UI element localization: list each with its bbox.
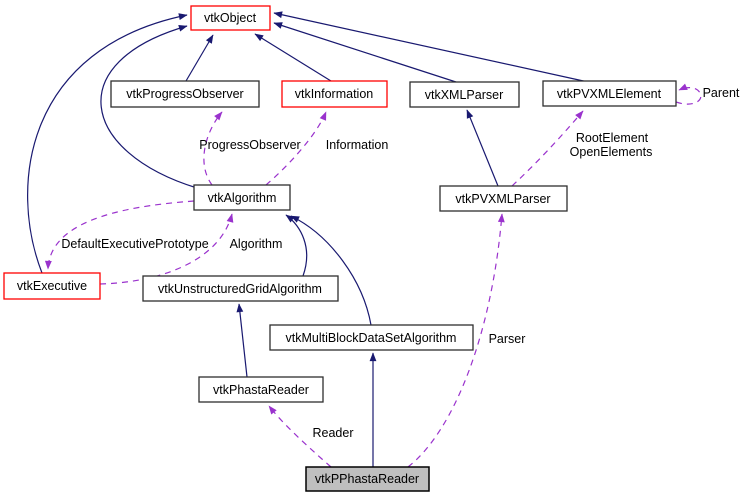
node-vtkMultiBlockDataSetAlgorithm[interactable]: vtkMultiBlockDataSetAlgorithm (269, 324, 474, 351)
node-vtkInformation-label: vtkInformation (295, 87, 374, 101)
node-vtkObject-label: vtkObject (204, 11, 257, 25)
inheritance-edges (27, 11, 589, 467)
edge-usage-default-executive-prototype (44, 200, 195, 270)
node-vtkPhastaReader-box (198, 376, 324, 403)
node-vtkExecutive[interactable]: vtkExecutive (3, 272, 101, 300)
edge-vtkMultiBlockDataSetAlgorithm-vtkAlgorithm (290, 215, 372, 326)
node-vtkPhastaReader[interactable]: vtkPhastaReader (198, 376, 324, 403)
node-vtkProgressObserver-box (110, 80, 260, 108)
node-vtkProgressObserver[interactable]: vtkProgressObserver (110, 80, 260, 108)
edge-usage-progress-observer (203, 111, 223, 186)
edge-usage-root-element (511, 110, 584, 187)
edge-label-parent: Parent (703, 86, 740, 100)
edge-label-default-executive-prototype: DefaultExecutivePrototype (61, 237, 208, 251)
node-vtkExecutive-box (3, 272, 101, 300)
edge-label-progress-observer: ProgressObserver (199, 138, 300, 152)
node-vtkUnstructuredGridAlgorithm-box (142, 275, 339, 302)
edge-vtkPhastaReader-vtkUnstructuredGridAlgorithm (236, 303, 248, 378)
node-vtkUnstructuredGridAlgorithm-label: vtkUnstructuredGridAlgorithm (158, 282, 322, 296)
edge-vtkAlgorithm-vtkObject (100, 24, 198, 189)
node-vtkXMLParser-label: vtkXMLParser (425, 88, 504, 102)
node-vtkPVXMLElement-box (542, 80, 677, 107)
edge-vtkUnstructuredGridAlgorithm-vtkAlgorithm (285, 214, 308, 277)
edge-vtkProgressObserver-vtkObject (185, 34, 214, 82)
node-vtkObject-box (190, 5, 271, 31)
node-vtkObject[interactable]: vtkObject (190, 5, 271, 31)
edge-vtkPVXMLParser-vtkXMLParser (466, 109, 499, 187)
node-vtkPVXMLParser[interactable]: vtkPVXMLParser (439, 185, 568, 212)
edge-usage-algorithm (99, 213, 234, 285)
node-vtkPPhastaReader-box (305, 466, 430, 492)
node-vtkPVXMLElement[interactable]: vtkPVXMLElement (542, 80, 677, 107)
edge-label-root-element: RootElement (576, 131, 649, 145)
edge-vtkExecutive-vtkObject (27, 13, 188, 274)
edge-label-reader: Reader (313, 426, 354, 440)
node-vtkExecutive-label: vtkExecutive (17, 279, 87, 293)
nodes: vtkObject vtkProgressObserver vtkInforma… (3, 5, 677, 492)
edge-usage-parent-self-loop (675, 83, 702, 105)
node-vtkInformation-box (281, 80, 388, 108)
edge-label-parser: Parser (489, 332, 526, 346)
node-vtkAlgorithm-label: vtkAlgorithm (208, 191, 277, 205)
node-vtkPPhastaReader[interactable]: vtkPPhastaReader (305, 466, 430, 492)
edge-label-open-elements: OpenElements (570, 145, 653, 159)
node-vtkXMLParser-box (409, 81, 520, 108)
edge-usage-parser (407, 213, 505, 468)
edge-usage-reader (268, 405, 332, 468)
edge-label-algorithm: Algorithm (230, 237, 283, 251)
node-vtkMultiBlockDataSetAlgorithm-box (269, 324, 474, 351)
edge-vtkXMLParser-vtkObject (273, 22, 457, 83)
node-vtkPVXMLParser-box (439, 185, 568, 212)
edge-label-information: Information (326, 138, 389, 152)
edge-labels: ProgressObserver Information RootElement… (61, 86, 740, 440)
edge-vtkInformation-vtkObject (254, 33, 332, 82)
edge-vtkPVXMLElement-vtkObject (273, 11, 589, 83)
node-vtkProgressObserver-label: vtkProgressObserver (126, 87, 243, 101)
node-vtkPVXMLParser-label: vtkPVXMLParser (455, 192, 550, 206)
node-vtkXMLParser[interactable]: vtkXMLParser (409, 81, 520, 108)
node-vtkPPhastaReader-label: vtkPPhastaReader (315, 472, 419, 486)
node-vtkMultiBlockDataSetAlgorithm-label: vtkMultiBlockDataSetAlgorithm (286, 331, 457, 345)
edge-usage-information (265, 111, 327, 186)
node-vtkAlgorithm-box (193, 184, 291, 211)
node-vtkAlgorithm[interactable]: vtkAlgorithm (193, 184, 291, 211)
usage-edges (44, 83, 702, 468)
node-vtkUnstructuredGridAlgorithm[interactable]: vtkUnstructuredGridAlgorithm (142, 275, 339, 302)
node-vtkPhastaReader-label: vtkPhastaReader (213, 383, 309, 397)
node-vtkInformation[interactable]: vtkInformation (281, 80, 388, 108)
node-vtkPVXMLElement-label: vtkPVXMLElement (557, 87, 662, 101)
